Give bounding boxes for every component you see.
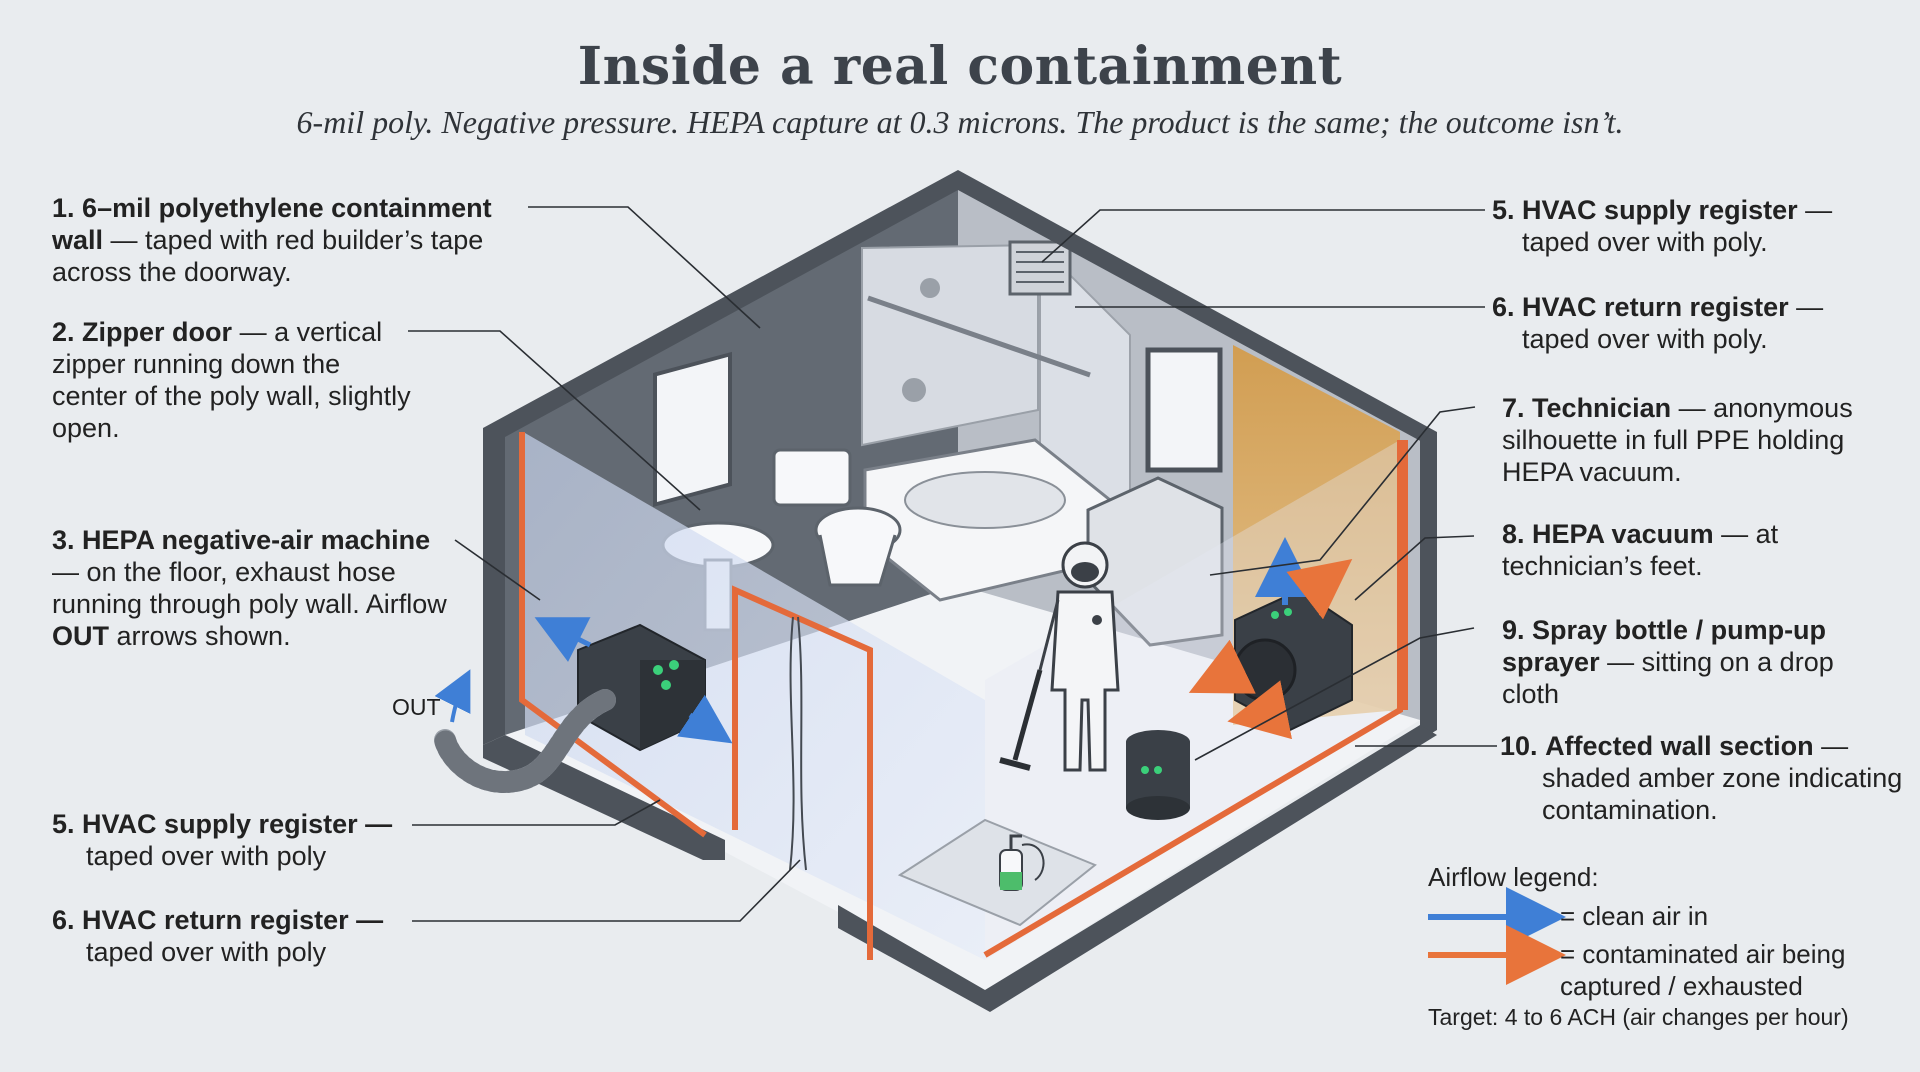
callout-num: 7. (1502, 393, 1525, 423)
drop-cloth (897, 818, 1097, 927)
airflow-arrow-blue-left (534, 617, 592, 663)
callout-body: — taped with red builder’s tape across t… (52, 225, 484, 287)
legend-contaminated-label: = contaminated air being captured / exha… (1560, 939, 1846, 1001)
bathtub-basin (904, 471, 1066, 529)
callout-num: 9. (1502, 615, 1525, 645)
callout-body: — sitting on a drop cloth (1502, 647, 1834, 709)
callout-6-hvac-return-left: 6. HVAC return register — taped over wit… (52, 904, 412, 968)
callout-body: — on the floor, exhaust hose running thr… (52, 557, 447, 619)
out-label: OUT (392, 694, 441, 720)
callout-num: 2. (52, 317, 75, 347)
shower-valve (902, 378, 926, 402)
callout-5-hvac-supply-right: 5. HVAC supply register — taped over wit… (1492, 194, 1892, 258)
callout-3-hepa-negative-air: 3. HEPA negative-air machine — on the fl… (52, 524, 462, 652)
legend-clean-label: = clean air in (1560, 901, 1709, 931)
callout-head: HVAC supply register (1522, 195, 1798, 225)
callout-body: taped over with poly. (1522, 324, 1768, 354)
callout-body-bold: OUT (52, 621, 109, 651)
callout-num: 8. (1502, 519, 1525, 549)
mirror-right (1145, 347, 1223, 473)
callout-head: HVAC supply register (82, 809, 358, 839)
airflow-arrow-orange-down (1227, 680, 1293, 740)
airflow-arrow-orange-left (1188, 639, 1256, 694)
callout-head: Spray bottle / pump-up sprayer (1502, 615, 1827, 677)
callout-10-affected-wall: 10. Affected wall section — shaded amber… (1500, 730, 1910, 826)
callout-7-technician: 7. Technician — anonymous silhouette in … (1502, 392, 1892, 488)
callout-body: — a vertical zipper running down the cen… (52, 317, 411, 443)
callout-head: HVAC return register (82, 905, 349, 935)
hepa-vacuum (1126, 730, 1190, 820)
callout-6-hvac-return-right: 6. HVAC return register — taped over wit… (1492, 291, 1892, 355)
shower-head (920, 278, 940, 298)
front-floor-slab (838, 725, 1437, 1012)
zipper-door (789, 616, 807, 871)
out-arrow (434, 669, 471, 723)
callout-head: Technician (1532, 393, 1672, 423)
spray-bottle (999, 834, 1045, 891)
callout-head: HVAC return register (1522, 292, 1789, 322)
technician (999, 541, 1120, 772)
callout-num: 5. (52, 809, 75, 839)
callout-body: — anonymous silhouette in full PPE holdi… (1502, 393, 1853, 487)
tape-right (983, 440, 1403, 958)
callout-body: shaded amber zone indicating contaminati… (1542, 763, 1903, 825)
leader-lines (408, 206, 1497, 922)
callout-5-hvac-supply-left: 5. HVAC supply register — taped over wit… (52, 808, 412, 872)
callout-head: 6–mil polyethylene containment wall (52, 193, 492, 255)
toilet-tank (772, 448, 852, 507)
airflow-arrow-orange-up (1286, 559, 1353, 620)
callout-num: 6. (52, 905, 75, 935)
page-subtitle: 6-mil poly. Negative pressure. HEPA capt… (296, 104, 1624, 140)
callout-num: 10. (1500, 731, 1538, 761)
callout-head: Zipper door (82, 317, 233, 347)
page-title: Inside a real containment (577, 36, 1343, 97)
toilet-base (818, 534, 897, 587)
mirror-left (653, 351, 732, 508)
legend-title: Airflow legend: (1428, 862, 1599, 892)
callout-head: Affected wall section (1545, 731, 1814, 761)
callout-1-containment-wall: 1. 6–mil polyethylene containment wall —… (52, 192, 542, 288)
callout-body: — at technician’s feet. (1502, 519, 1779, 581)
airflow-arrow-blue-right (677, 694, 733, 744)
callout-num: 3. (52, 525, 75, 555)
callout-2-zipper-door: 2. Zipper door — a vertical zipper runni… (52, 316, 412, 444)
callout-body-post: arrows shown. (109, 621, 291, 651)
callout-num: 6. (1492, 292, 1515, 322)
callout-8-hepa-vacuum: 8. HEPA vacuum — at technician’s feet. (1502, 518, 1822, 582)
right-wall-end (1420, 432, 1437, 740)
tape-left (519, 432, 707, 838)
shower-rod (867, 295, 1091, 378)
legend-target-note: Target: 4 to 6 ACH (air changes per hour… (1428, 1004, 1849, 1030)
air-scrubber-right (1188, 537, 1353, 740)
callout-head: HEPA negative-air machine (82, 525, 431, 555)
callout-head: HEPA vacuum (1532, 519, 1714, 549)
hvac-supply-register (1008, 240, 1072, 296)
callout-body: taped over with poly (86, 841, 327, 871)
callout-9-spray-bottle: 9. Spray bottle / pump-up sprayer — sitt… (1502, 614, 1842, 710)
tape-door-frame (732, 585, 873, 960)
callout-body: taped over with poly. (1522, 227, 1768, 257)
callout-num: 1. (52, 193, 75, 223)
callout-body: taped over with poly (86, 937, 327, 967)
callout-num: 5. (1492, 195, 1515, 225)
outer-wall-right (958, 170, 1437, 450)
